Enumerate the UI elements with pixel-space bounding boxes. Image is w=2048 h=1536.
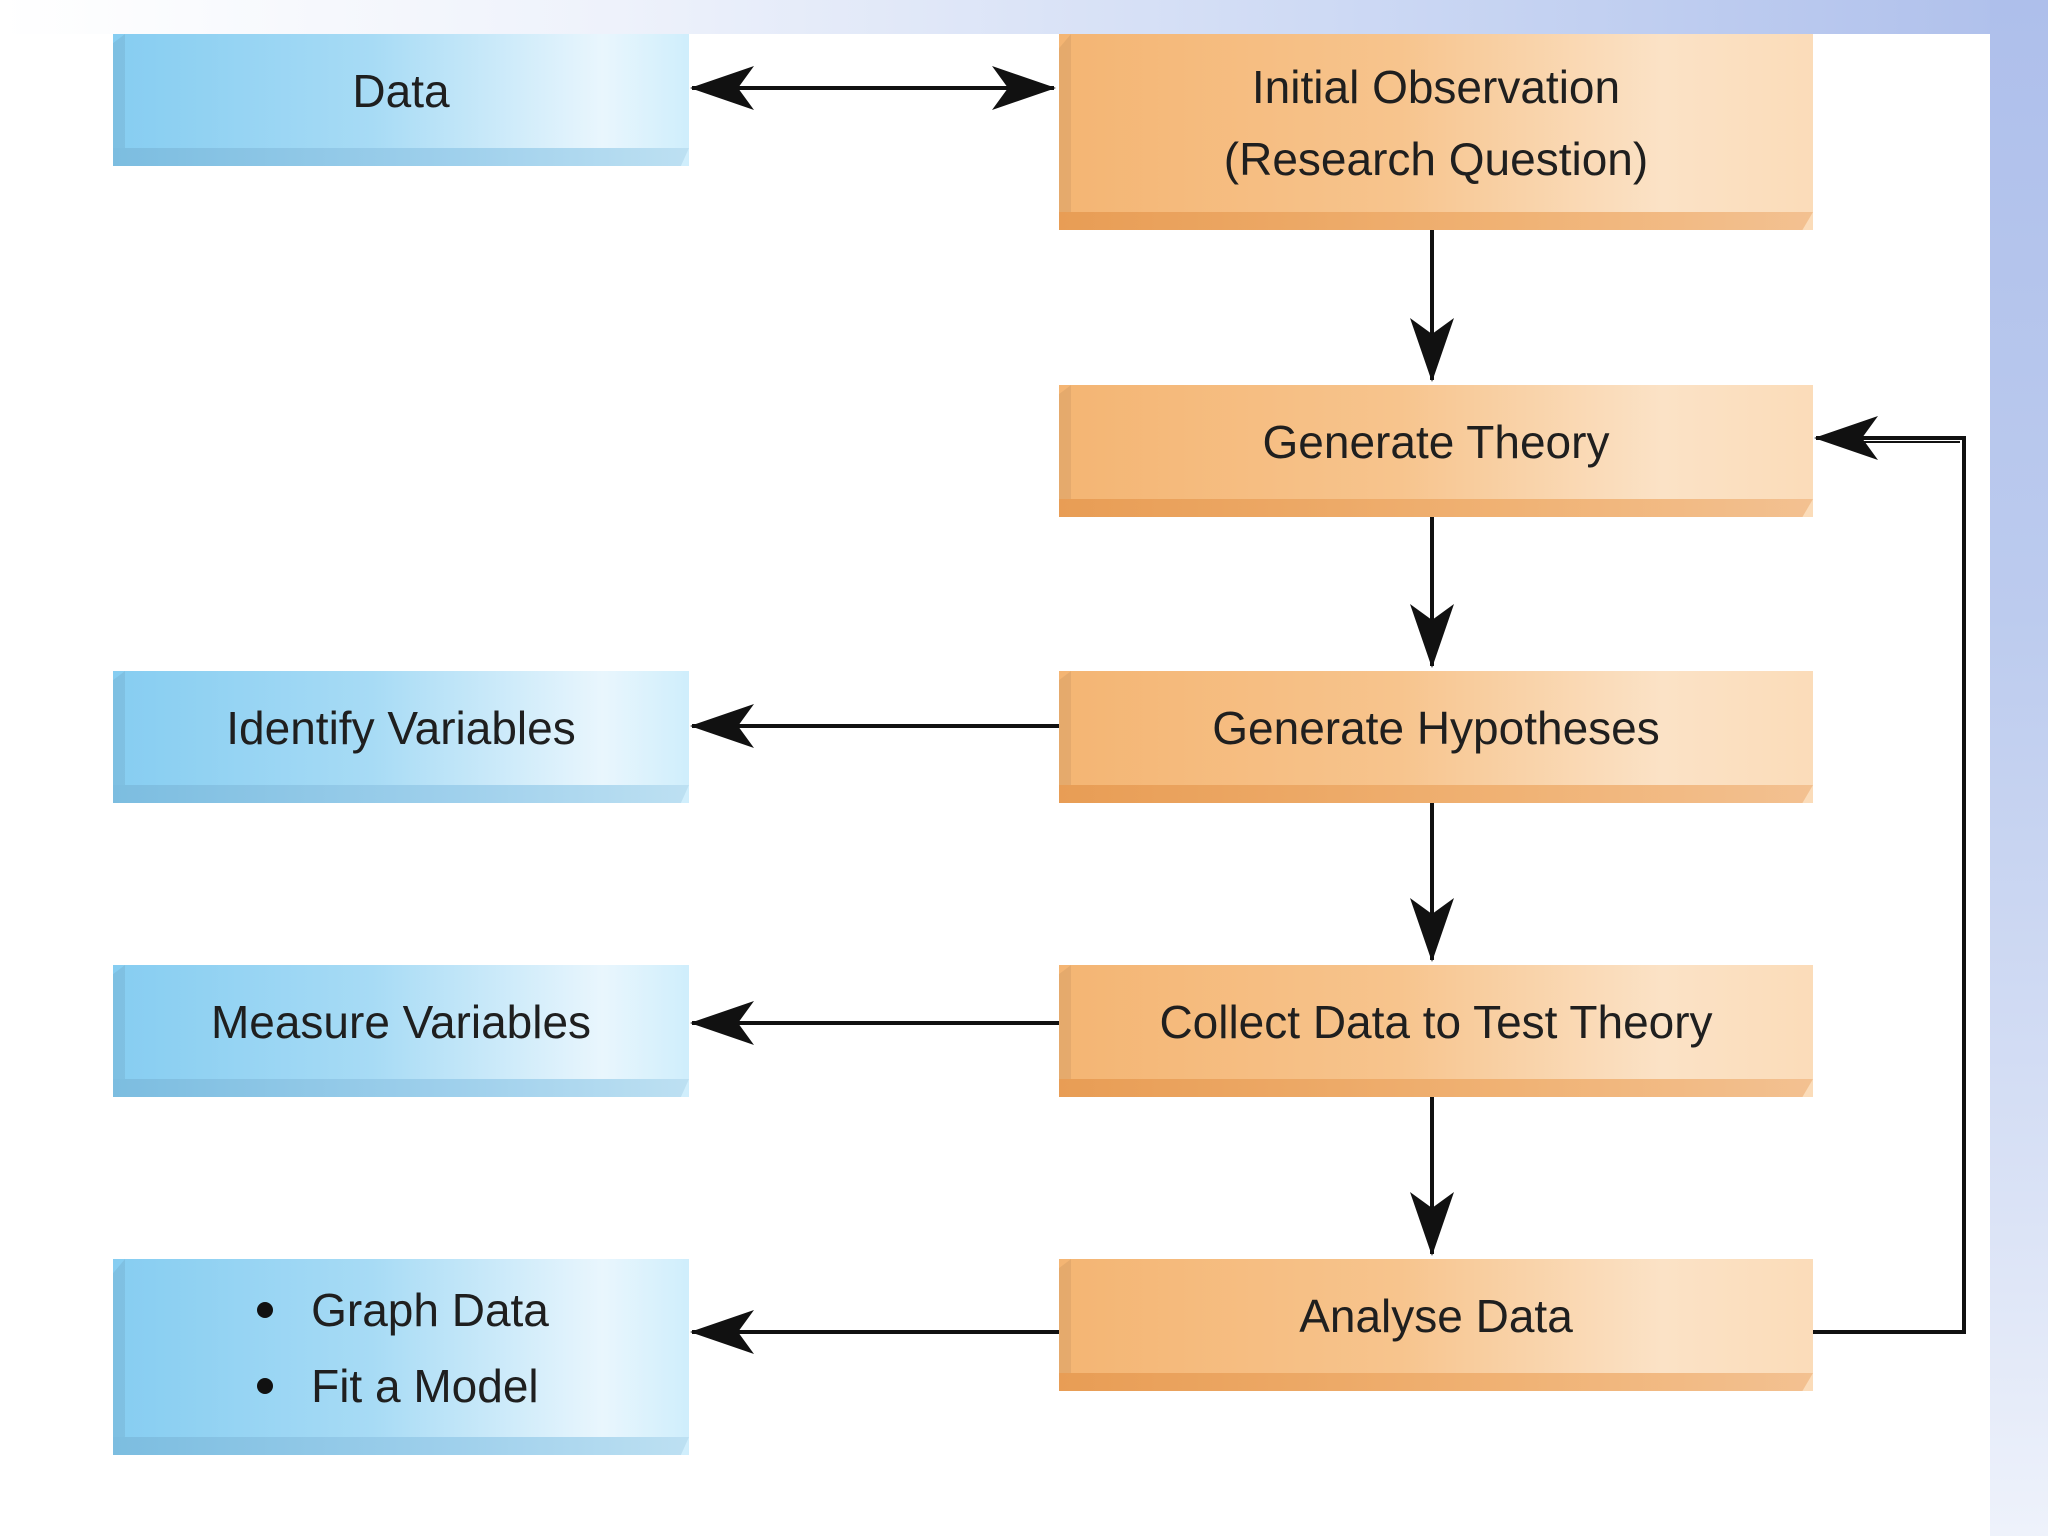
measure-variables-face: Measure Variables (113, 965, 689, 1079)
collect-data-face: Collect Data to Test Theory (1059, 965, 1813, 1079)
graph-data-label: Graph Data (311, 1284, 549, 1336)
data-box-face: Data (113, 34, 689, 148)
identify-variables-label: Identify Variables (226, 702, 576, 754)
data-label: Data (352, 65, 450, 117)
generate-theory-face: Generate Theory (1059, 385, 1813, 499)
top-gradient-band (0, 0, 2048, 34)
measure-variables-box: Measure Variables (113, 965, 689, 1097)
analyse-data-box: Analyse Data (1059, 1259, 1813, 1391)
identify-variables-box: Identify Variables (113, 671, 689, 803)
initial-observation-label: Initial Observation (1251, 61, 1621, 113)
bullet-icon (257, 1302, 274, 1318)
list-item: Fit a Model (253, 1348, 549, 1424)
box-bevel (1059, 965, 1071, 1079)
collect-data-label: Collect Data to Test Theory (1159, 996, 1713, 1048)
analysis-methods-box: Graph Data Fit a Model (113, 1259, 689, 1455)
box-bevel (113, 1259, 125, 1437)
analysis-methods-list: Graph Data Fit a Model (253, 1272, 549, 1424)
list-item: Graph Data (253, 1272, 549, 1348)
generate-theory-box: Generate Theory (1059, 385, 1813, 517)
measure-variables-label: Measure Variables (210, 996, 592, 1048)
box-bevel (113, 671, 125, 785)
box-bevel (1059, 34, 1071, 212)
generate-hypotheses-box: Generate Hypotheses (1059, 671, 1813, 803)
initial-observation-box: Initial Observation (Research Question) (1059, 34, 1813, 230)
generate-theory-label: Generate Theory (1262, 416, 1610, 468)
research-question-label: (Research Question) (1223, 133, 1649, 185)
collect-data-box: Collect Data to Test Theory (1059, 965, 1813, 1097)
box-bevel (1059, 1259, 1071, 1373)
generate-hypotheses-face: Generate Hypotheses (1059, 671, 1813, 785)
data-box: Data (113, 34, 689, 166)
analyse-data-label: Analyse Data (1299, 1290, 1573, 1342)
right-gradient-band (1990, 0, 2048, 1536)
analyse-data-face: Analyse Data (1059, 1259, 1813, 1373)
arrow-feedback-analyse-theory (1813, 416, 1966, 1334)
initial-observation-face: Initial Observation (Research Question) (1059, 34, 1813, 212)
box-bevel (1059, 385, 1071, 499)
identify-variables-face: Identify Variables (113, 671, 689, 785)
bullet-icon (257, 1378, 274, 1394)
box-bevel (113, 34, 125, 148)
analysis-methods-face: Graph Data Fit a Model (113, 1259, 689, 1437)
box-bevel (113, 965, 125, 1079)
box-bevel (1059, 671, 1071, 785)
generate-hypotheses-label: Generate Hypotheses (1212, 702, 1660, 754)
fit-a-model-label: Fit a Model (311, 1360, 539, 1412)
